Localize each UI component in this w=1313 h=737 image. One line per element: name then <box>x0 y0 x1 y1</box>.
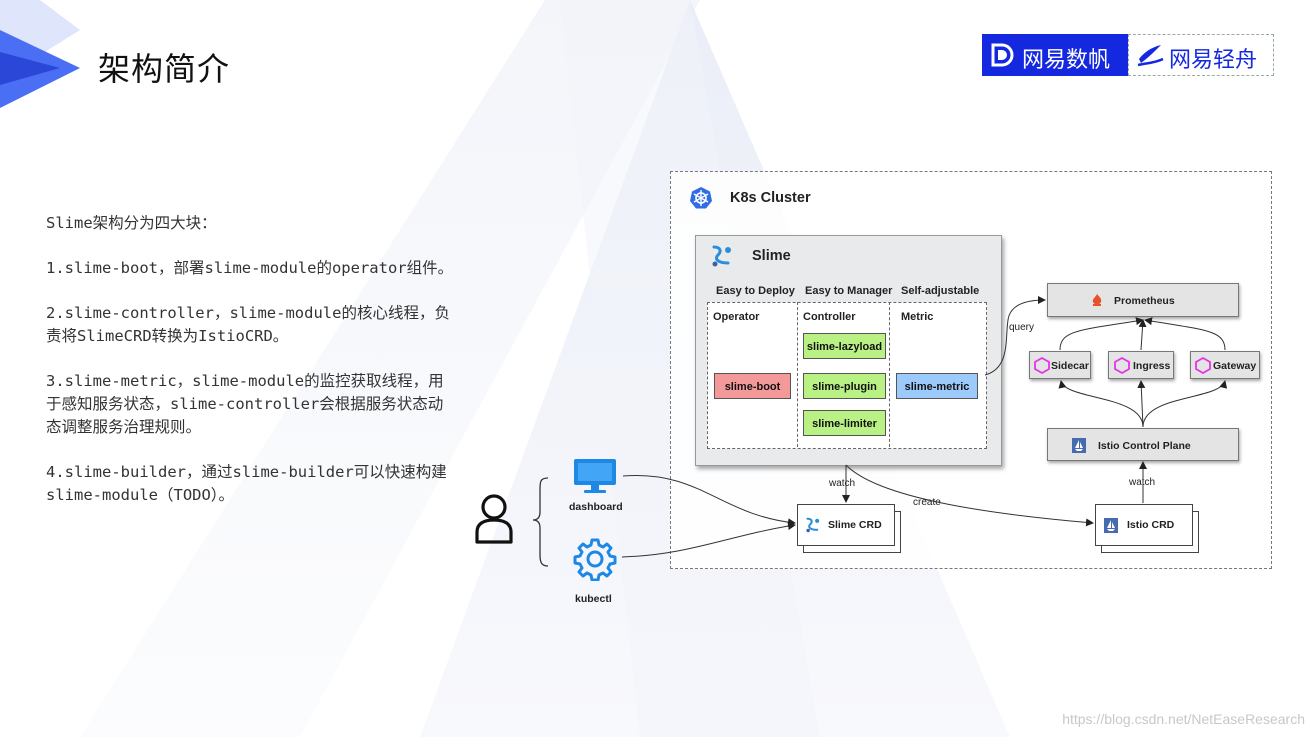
page-title: 架构简介 <box>98 50 231 88</box>
col-header-deploy: Easy to Deploy <box>716 285 795 297</box>
edge-label-watch-slime: watch <box>829 478 856 489</box>
slime-crd-box: Slime CRD <box>797 504 895 546</box>
ingress-box: Ingress <box>1108 351 1174 379</box>
k8s-cluster-label: K8s Cluster <box>730 190 811 206</box>
kubernetes-icon <box>690 187 712 209</box>
gear-icon <box>573 538 617 581</box>
slime-crd-label: Slime CRD <box>828 519 882 531</box>
intro-text: Slime架构分为四大块： 1.slime-boot，部署slime-modul… <box>46 212 458 529</box>
monitor-icon <box>574 459 616 493</box>
gateway-box: Gateway <box>1190 351 1260 379</box>
slime-logo-icon <box>806 517 820 533</box>
watermark: https://blog.csdn.net/NetEaseResearch <box>1062 711 1305 727</box>
istio-icon <box>1072 438 1086 453</box>
istio-control-plane-box: Istio Control Plane <box>1047 428 1239 461</box>
envoy-hexagon-icon <box>1034 357 1050 374</box>
sidecar-box: Sidecar <box>1029 351 1091 379</box>
slime-label: Slime <box>752 248 791 264</box>
intro-item-metric: 3.slime-metric，slime-module的监控获取线程，用于感知服… <box>46 372 444 436</box>
slime-lazyload-module: slime-lazyload <box>803 333 886 359</box>
edge-label-query: query <box>1009 322 1035 333</box>
sidecar-label: Sidecar <box>1051 360 1089 372</box>
istio-crd-box: Istio CRD <box>1095 504 1193 546</box>
istio-crd-label: Istio CRD <box>1127 519 1175 531</box>
prometheus-flame-icon <box>1092 294 1102 306</box>
col-title-operator: Operator <box>713 311 760 323</box>
slime-metric-module: slime-metric <box>896 373 978 399</box>
logo-netease-qingzhou: 网易轻舟 <box>1128 34 1274 76</box>
col-title-controller: Controller <box>803 311 856 323</box>
gateway-label: Gateway <box>1213 360 1257 372</box>
envoy-hexagon-icon <box>1114 357 1130 374</box>
edge-label-create: create <box>913 497 941 508</box>
qingzhou-logo-icon <box>1137 45 1164 67</box>
prometheus-box: Prometheus <box>1047 283 1239 317</box>
column-divider <box>889 302 890 447</box>
logo-left-text: 网易数帆 <box>1022 48 1111 73</box>
logo-netease-shufan: 网易数帆 <box>982 34 1128 76</box>
brand-logo: 网易数帆 网易轻舟 <box>982 34 1274 76</box>
istio-control-plane-label: Istio Control Plane <box>1098 440 1191 452</box>
intro-item-controller: 2.slime-controller，slime-module的核心线程，负责将… <box>46 304 450 345</box>
col-header-adjustable: Self-adjustable <box>901 285 980 297</box>
intro-item-builder: 4.slime-builder，通过slime-builder可以快速构建sli… <box>46 463 447 504</box>
logo-right-text: 网易轻舟 <box>1169 48 1258 73</box>
intro-heading: Slime架构分为四大块： <box>46 214 217 232</box>
prometheus-label: Prometheus <box>1114 295 1175 307</box>
intro-item-boot: 1.slime-boot，部署slime-module的operator组件。 <box>46 259 454 277</box>
slime-limiter-module: slime-limiter <box>803 410 886 436</box>
col-header-manager: Easy to Manager <box>805 285 893 297</box>
edge-label-watch-istio: watch <box>1129 477 1156 488</box>
col-title-metric: Metric <box>901 311 934 323</box>
istio-icon <box>1104 518 1118 533</box>
user-icon <box>475 494 513 544</box>
shufan-logo-icon <box>991 43 1014 67</box>
ingress-label: Ingress <box>1133 360 1171 372</box>
slime-logo-icon <box>712 245 731 267</box>
kubectl-label: kubectl <box>575 593 612 605</box>
slime-boot-module: slime-boot <box>714 373 791 399</box>
envoy-hexagon-icon <box>1195 357 1211 374</box>
column-divider <box>797 302 798 447</box>
dashboard-label: dashboard <box>569 501 623 513</box>
slime-plugin-module: slime-plugin <box>803 373 886 399</box>
